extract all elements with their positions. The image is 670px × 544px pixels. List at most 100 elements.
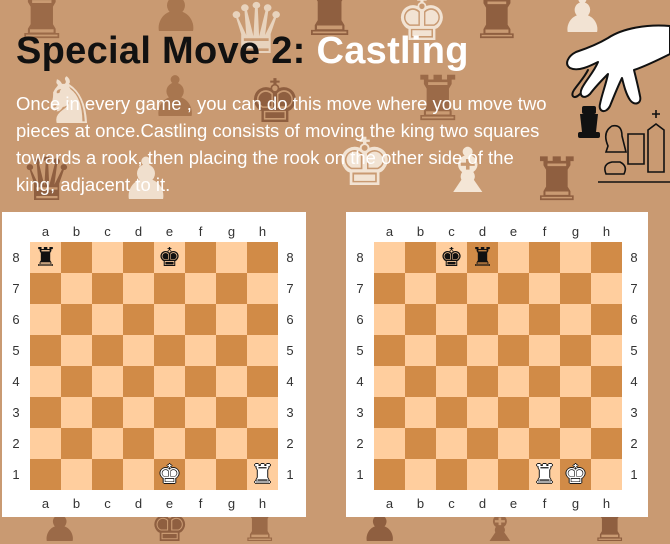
square-e1[interactable] <box>498 459 529 490</box>
square-e5[interactable] <box>154 335 185 366</box>
square-f5[interactable] <box>529 335 560 366</box>
square-d8[interactable] <box>123 242 154 273</box>
square-a1[interactable] <box>30 459 61 490</box>
square-a7[interactable] <box>374 273 405 304</box>
white-king-icon[interactable]: ♚ <box>157 459 182 490</box>
square-e4[interactable] <box>498 366 529 397</box>
square-a4[interactable] <box>374 366 405 397</box>
square-d1[interactable] <box>123 459 154 490</box>
square-h2[interactable] <box>591 428 622 459</box>
black-rook-icon[interactable]: ♜ <box>470 242 495 273</box>
square-c8[interactable] <box>92 242 123 273</box>
square-e1[interactable]: ♚ <box>154 459 185 490</box>
square-d4[interactable] <box>123 366 154 397</box>
square-h2[interactable] <box>247 428 278 459</box>
square-f3[interactable] <box>529 397 560 428</box>
square-b2[interactable] <box>405 428 436 459</box>
square-b2[interactable] <box>61 428 92 459</box>
square-f7[interactable] <box>185 273 216 304</box>
square-f1[interactable] <box>185 459 216 490</box>
square-g7[interactable] <box>560 273 591 304</box>
black-king-icon[interactable]: ♚ <box>157 242 182 273</box>
square-b5[interactable] <box>405 335 436 366</box>
square-e2[interactable] <box>498 428 529 459</box>
square-d4[interactable] <box>467 366 498 397</box>
square-e8[interactable] <box>498 242 529 273</box>
square-b3[interactable] <box>405 397 436 428</box>
square-f6[interactable] <box>529 304 560 335</box>
square-e7[interactable] <box>498 273 529 304</box>
square-h6[interactable] <box>247 304 278 335</box>
square-c2[interactable] <box>436 428 467 459</box>
square-e8[interactable]: ♚ <box>154 242 185 273</box>
square-g7[interactable] <box>216 273 247 304</box>
square-f8[interactable] <box>529 242 560 273</box>
square-h6[interactable] <box>591 304 622 335</box>
square-h7[interactable] <box>247 273 278 304</box>
square-f1[interactable]: ♜ <box>529 459 560 490</box>
square-e6[interactable] <box>498 304 529 335</box>
square-h4[interactable] <box>247 366 278 397</box>
square-b6[interactable] <box>61 304 92 335</box>
square-c4[interactable] <box>436 366 467 397</box>
square-a2[interactable] <box>30 428 61 459</box>
square-g1[interactable]: ♚ <box>560 459 591 490</box>
square-c1[interactable] <box>436 459 467 490</box>
white-rook-icon[interactable]: ♜ <box>250 459 275 490</box>
square-a5[interactable] <box>30 335 61 366</box>
square-d2[interactable] <box>467 428 498 459</box>
square-c7[interactable] <box>436 273 467 304</box>
square-c3[interactable] <box>436 397 467 428</box>
square-g5[interactable] <box>560 335 591 366</box>
square-c8[interactable]: ♚ <box>436 242 467 273</box>
square-g6[interactable] <box>560 304 591 335</box>
square-h4[interactable] <box>591 366 622 397</box>
square-g3[interactable] <box>216 397 247 428</box>
square-f2[interactable] <box>185 428 216 459</box>
square-d6[interactable] <box>467 304 498 335</box>
square-d2[interactable] <box>123 428 154 459</box>
square-a6[interactable] <box>374 304 405 335</box>
square-g8[interactable] <box>216 242 247 273</box>
square-h7[interactable] <box>591 273 622 304</box>
square-c5[interactable] <box>436 335 467 366</box>
square-d3[interactable] <box>467 397 498 428</box>
square-g2[interactable] <box>216 428 247 459</box>
square-a4[interactable] <box>30 366 61 397</box>
square-a8[interactable] <box>374 242 405 273</box>
square-a2[interactable] <box>374 428 405 459</box>
square-c4[interactable] <box>92 366 123 397</box>
square-c6[interactable] <box>92 304 123 335</box>
square-b6[interactable] <box>405 304 436 335</box>
square-d5[interactable] <box>123 335 154 366</box>
square-d8[interactable]: ♜ <box>467 242 498 273</box>
square-e7[interactable] <box>154 273 185 304</box>
square-e6[interactable] <box>154 304 185 335</box>
square-a1[interactable] <box>374 459 405 490</box>
square-h5[interactable] <box>591 335 622 366</box>
square-f3[interactable] <box>185 397 216 428</box>
square-c5[interactable] <box>92 335 123 366</box>
square-f7[interactable] <box>529 273 560 304</box>
square-d7[interactable] <box>467 273 498 304</box>
square-b8[interactable] <box>61 242 92 273</box>
square-g6[interactable] <box>216 304 247 335</box>
square-b5[interactable] <box>61 335 92 366</box>
square-d5[interactable] <box>467 335 498 366</box>
square-d3[interactable] <box>123 397 154 428</box>
square-b1[interactable] <box>405 459 436 490</box>
square-b1[interactable] <box>61 459 92 490</box>
square-g4[interactable] <box>216 366 247 397</box>
square-e5[interactable] <box>498 335 529 366</box>
square-e2[interactable] <box>154 428 185 459</box>
square-b3[interactable] <box>61 397 92 428</box>
square-a6[interactable] <box>30 304 61 335</box>
square-d6[interactable] <box>123 304 154 335</box>
white-rook-icon[interactable]: ♜ <box>532 459 557 490</box>
square-b7[interactable] <box>405 273 436 304</box>
square-a3[interactable] <box>30 397 61 428</box>
black-rook-icon[interactable]: ♜ <box>33 242 58 273</box>
square-d1[interactable] <box>467 459 498 490</box>
black-king-icon[interactable]: ♚ <box>439 242 464 273</box>
square-a7[interactable] <box>30 273 61 304</box>
